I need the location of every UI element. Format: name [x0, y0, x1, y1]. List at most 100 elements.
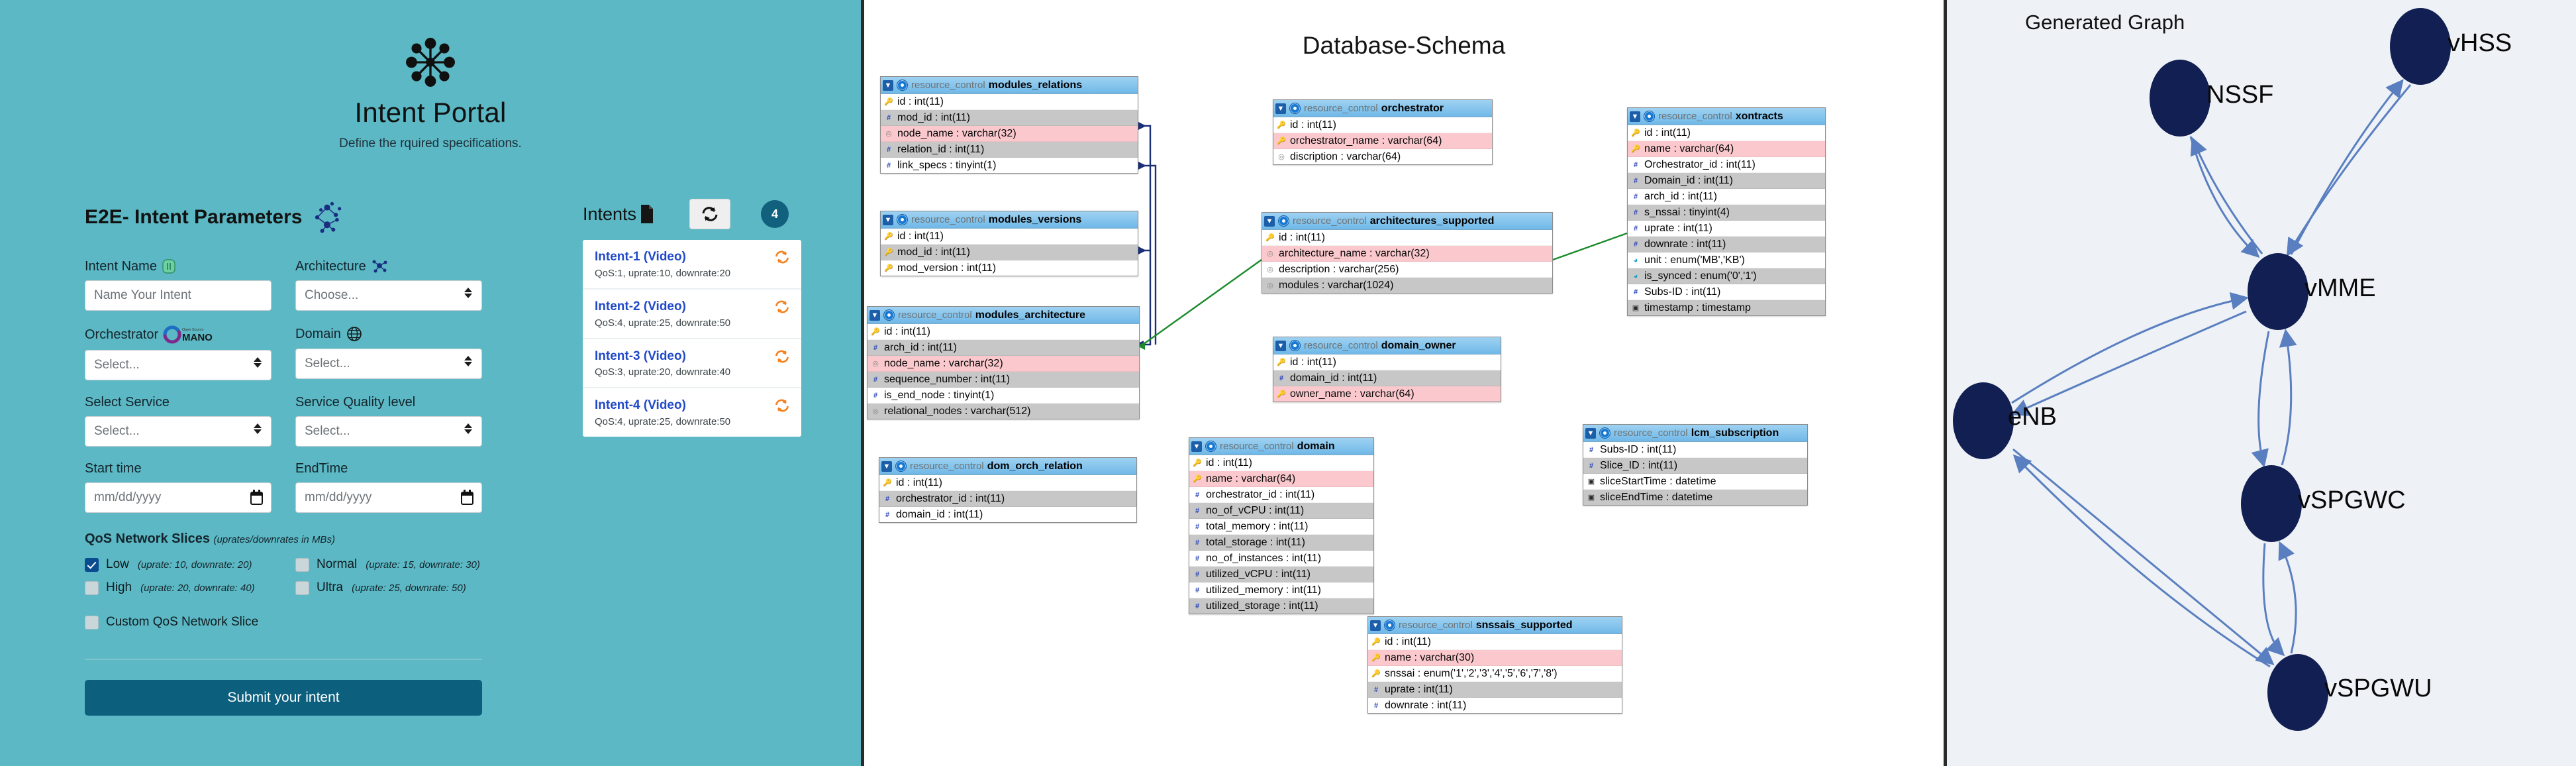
chevron-down-icon[interactable]: ▼	[1370, 620, 1381, 631]
column-text: id : int(11)	[884, 325, 930, 337]
nullable-icon: ◎	[1278, 152, 1285, 161]
column-text: no_of_instances : int(11)	[1206, 552, 1322, 564]
list-item[interactable]: Intent-1 (Video) QoS:1, uprate:10, downr…	[583, 240, 801, 290]
list-item[interactable]: Intent-2 (Video) QoS:4, uprate:25, downr…	[583, 290, 801, 339]
schema-prefix: resource_control	[1658, 111, 1732, 122]
architecture-select[interactable]: Choose...	[295, 280, 482, 311]
chevron-down-icon[interactable]: ▼	[869, 309, 880, 321]
refresh-icon[interactable]	[700, 205, 720, 223]
qos-option-low[interactable]: Low (uprate: 10, downrate: 20)	[85, 557, 272, 572]
node-label-vSPGWC[interactable]: vSPGWC	[2298, 486, 2406, 514]
column-text: description : varchar(256)	[1279, 263, 1399, 275]
sync-icon[interactable]	[773, 349, 791, 364]
table-lcm_subscription[interactable]: ▼ resource_control lcm_subscription #Sub…	[1583, 424, 1808, 506]
schema-prefix: resource_control	[1399, 620, 1473, 631]
table-row: #downrate : int(11)	[1628, 237, 1825, 252]
column-text: orchestrator_name : varchar(64)	[1290, 135, 1442, 146]
start-time-input[interactable]: mm/dd/yyyy	[85, 482, 272, 513]
chevron-down-icon[interactable]: ▼	[881, 461, 892, 472]
graph-canvas	[1953, 8, 2451, 731]
checkbox-high[interactable]	[85, 580, 99, 595]
service-quality-level-select[interactable]: Select...	[295, 416, 482, 447]
domain-select[interactable]: Select...	[295, 349, 482, 379]
service-select[interactable]: Select...	[85, 416, 272, 447]
qos-option-normal[interactable]: Normal (uprate: 15, downrate: 30)	[295, 557, 482, 572]
label-intent-name: Intent Name	[85, 258, 272, 274]
table-row: 🔑id : int(11)	[1262, 230, 1552, 246]
table-domain[interactable]: ▼ resource_control domain 🔑id : int(11) …	[1189, 437, 1374, 614]
table-row: ◎modules : varchar(1024)	[1262, 278, 1552, 293]
checkbox-normal[interactable]	[295, 557, 309, 572]
orchestrator-select[interactable]: Select...	[85, 350, 272, 380]
calendar-icon[interactable]	[461, 490, 473, 505]
column-text: is_end_node : tinyint(1)	[884, 389, 995, 401]
checkbox-ultra[interactable]	[295, 580, 309, 595]
intent-name: Intent-3 (Video)	[595, 349, 686, 363]
table-xontracts[interactable]: ▼ resource_control xontracts 🔑id : int(1…	[1627, 107, 1826, 316]
chevron-down-icon[interactable]: ▼	[1630, 111, 1640, 122]
submit-intent-button[interactable]: Submit your intent	[85, 680, 482, 716]
table-architectures_supported[interactable]: ▼ resource_control architectures_support…	[1262, 212, 1553, 294]
index-icon: #	[1195, 522, 1200, 531]
table-domain_owner[interactable]: ▼ resource_control domain_owner 🔑id : in…	[1273, 337, 1501, 402]
table-name: snssais_supported	[1475, 619, 1573, 631]
chevron-down-icon[interactable]: ▼	[1585, 427, 1596, 439]
table-row: 🔑name : varchar(30)	[1368, 650, 1622, 666]
field-orchestrator: Orchestrator Open Source MANO Select...	[85, 325, 272, 380]
node-label-vSPGWU[interactable]: vSPGWU	[2324, 675, 2432, 702]
column-text: sliceEndTime : datetime	[1600, 491, 1713, 503]
node-label-NSSF[interactable]: NSSF	[2206, 81, 2274, 109]
chevron-down-icon[interactable]: ▼	[883, 80, 893, 91]
chevron-down-icon[interactable]: ▼	[1191, 441, 1202, 452]
document-icon	[641, 205, 654, 223]
primary-key-icon: 🔑	[1631, 144, 1640, 153]
table-row: ◕unit : enum('MB','KB')	[1628, 252, 1825, 268]
sync-icon[interactable]	[773, 299, 791, 315]
label-service: Select Service	[85, 395, 272, 410]
chevron-down-icon[interactable]: ▼	[1275, 340, 1286, 351]
sync-icon[interactable]	[773, 249, 791, 265]
qos-option-ultra[interactable]: Ultra (uprate: 25, downrate: 50)	[295, 580, 482, 595]
sync-icon[interactable]	[773, 398, 791, 413]
node-label-vMME[interactable]: vMME	[2304, 274, 2376, 302]
osm-mano-logo: Open Source MANO	[163, 325, 213, 344]
table-modules_architecture[interactable]: ▼ resource_control modules_architecture …	[867, 306, 1140, 419]
schema-prefix: resource_control	[911, 80, 985, 91]
calendar-icon[interactable]	[250, 490, 263, 505]
intent-name-input[interactable]: Name Your Intent	[85, 280, 272, 311]
checkbox-low[interactable]	[85, 557, 99, 572]
list-item[interactable]: Intent-3 (Video) QoS:3, uprate:20, downr…	[583, 339, 801, 389]
table-dom_orch_relation[interactable]: ▼ resource_control dom_orch_relation 🔑id…	[879, 457, 1137, 523]
chevron-down-icon[interactable]: ▼	[1264, 215, 1275, 227]
gear-icon	[897, 214, 908, 225]
table-snssais_supported[interactable]: ▼ resource_control snssais_supported 🔑id…	[1367, 616, 1622, 714]
table-row: #relation_id : int(11)	[881, 142, 1138, 158]
qos-option-high[interactable]: High (uprate: 20, downrate: 40)	[85, 580, 272, 595]
qos-option-custom[interactable]: Custom QoS Network Slice	[85, 615, 861, 629]
checkbox-custom-qos[interactable]	[85, 615, 99, 629]
intents-list: Intent-1 (Video) QoS:1, uprate:10, downr…	[583, 240, 801, 437]
table-modules_relations[interactable]: ▼ resource_control modules_relations 🔑id…	[880, 76, 1138, 174]
table-name: modules_relations	[988, 79, 1083, 91]
node-label-vHSS[interactable]: vHSS	[2448, 29, 2512, 57]
primary-key-icon: 🔑	[1277, 121, 1286, 129]
label-text: Domain	[295, 326, 341, 341]
list-item[interactable]: Intent-4 (Video) QoS:4, uprate:25, downr…	[583, 388, 801, 437]
table-modules_versions[interactable]: ▼ resource_control modules_versions 🔑id …	[880, 211, 1138, 276]
table-name: modules_architecture	[975, 309, 1086, 321]
end-time-input[interactable]: mm/dd/yyyy	[295, 482, 482, 513]
column-text: id : int(11)	[1290, 356, 1336, 368]
chevron-down-icon[interactable]: ▼	[1275, 103, 1286, 114]
table-orchestrator[interactable]: ▼ resource_control orchestrator 🔑id : in…	[1273, 99, 1493, 165]
start-time-value: mm/dd/yyyy	[94, 490, 162, 504]
table-header: ▼ resource_control orchestrator	[1273, 100, 1492, 117]
qos-label: Normal	[317, 557, 358, 571]
chevron-down-icon[interactable]: ▼	[883, 214, 893, 225]
column-text: uprate : int(11)	[1385, 683, 1453, 695]
index-icon: #	[1633, 240, 1638, 248]
refresh-intents-button[interactable]	[689, 199, 731, 229]
table-row: ◎architecture_name : varchar(32)	[1262, 246, 1552, 262]
table-row: 🔑id : int(11)	[1628, 125, 1825, 141]
schema-title: Database-Schema	[1302, 32, 1506, 59]
node-label-eNB[interactable]: eNB	[2008, 403, 2057, 431]
